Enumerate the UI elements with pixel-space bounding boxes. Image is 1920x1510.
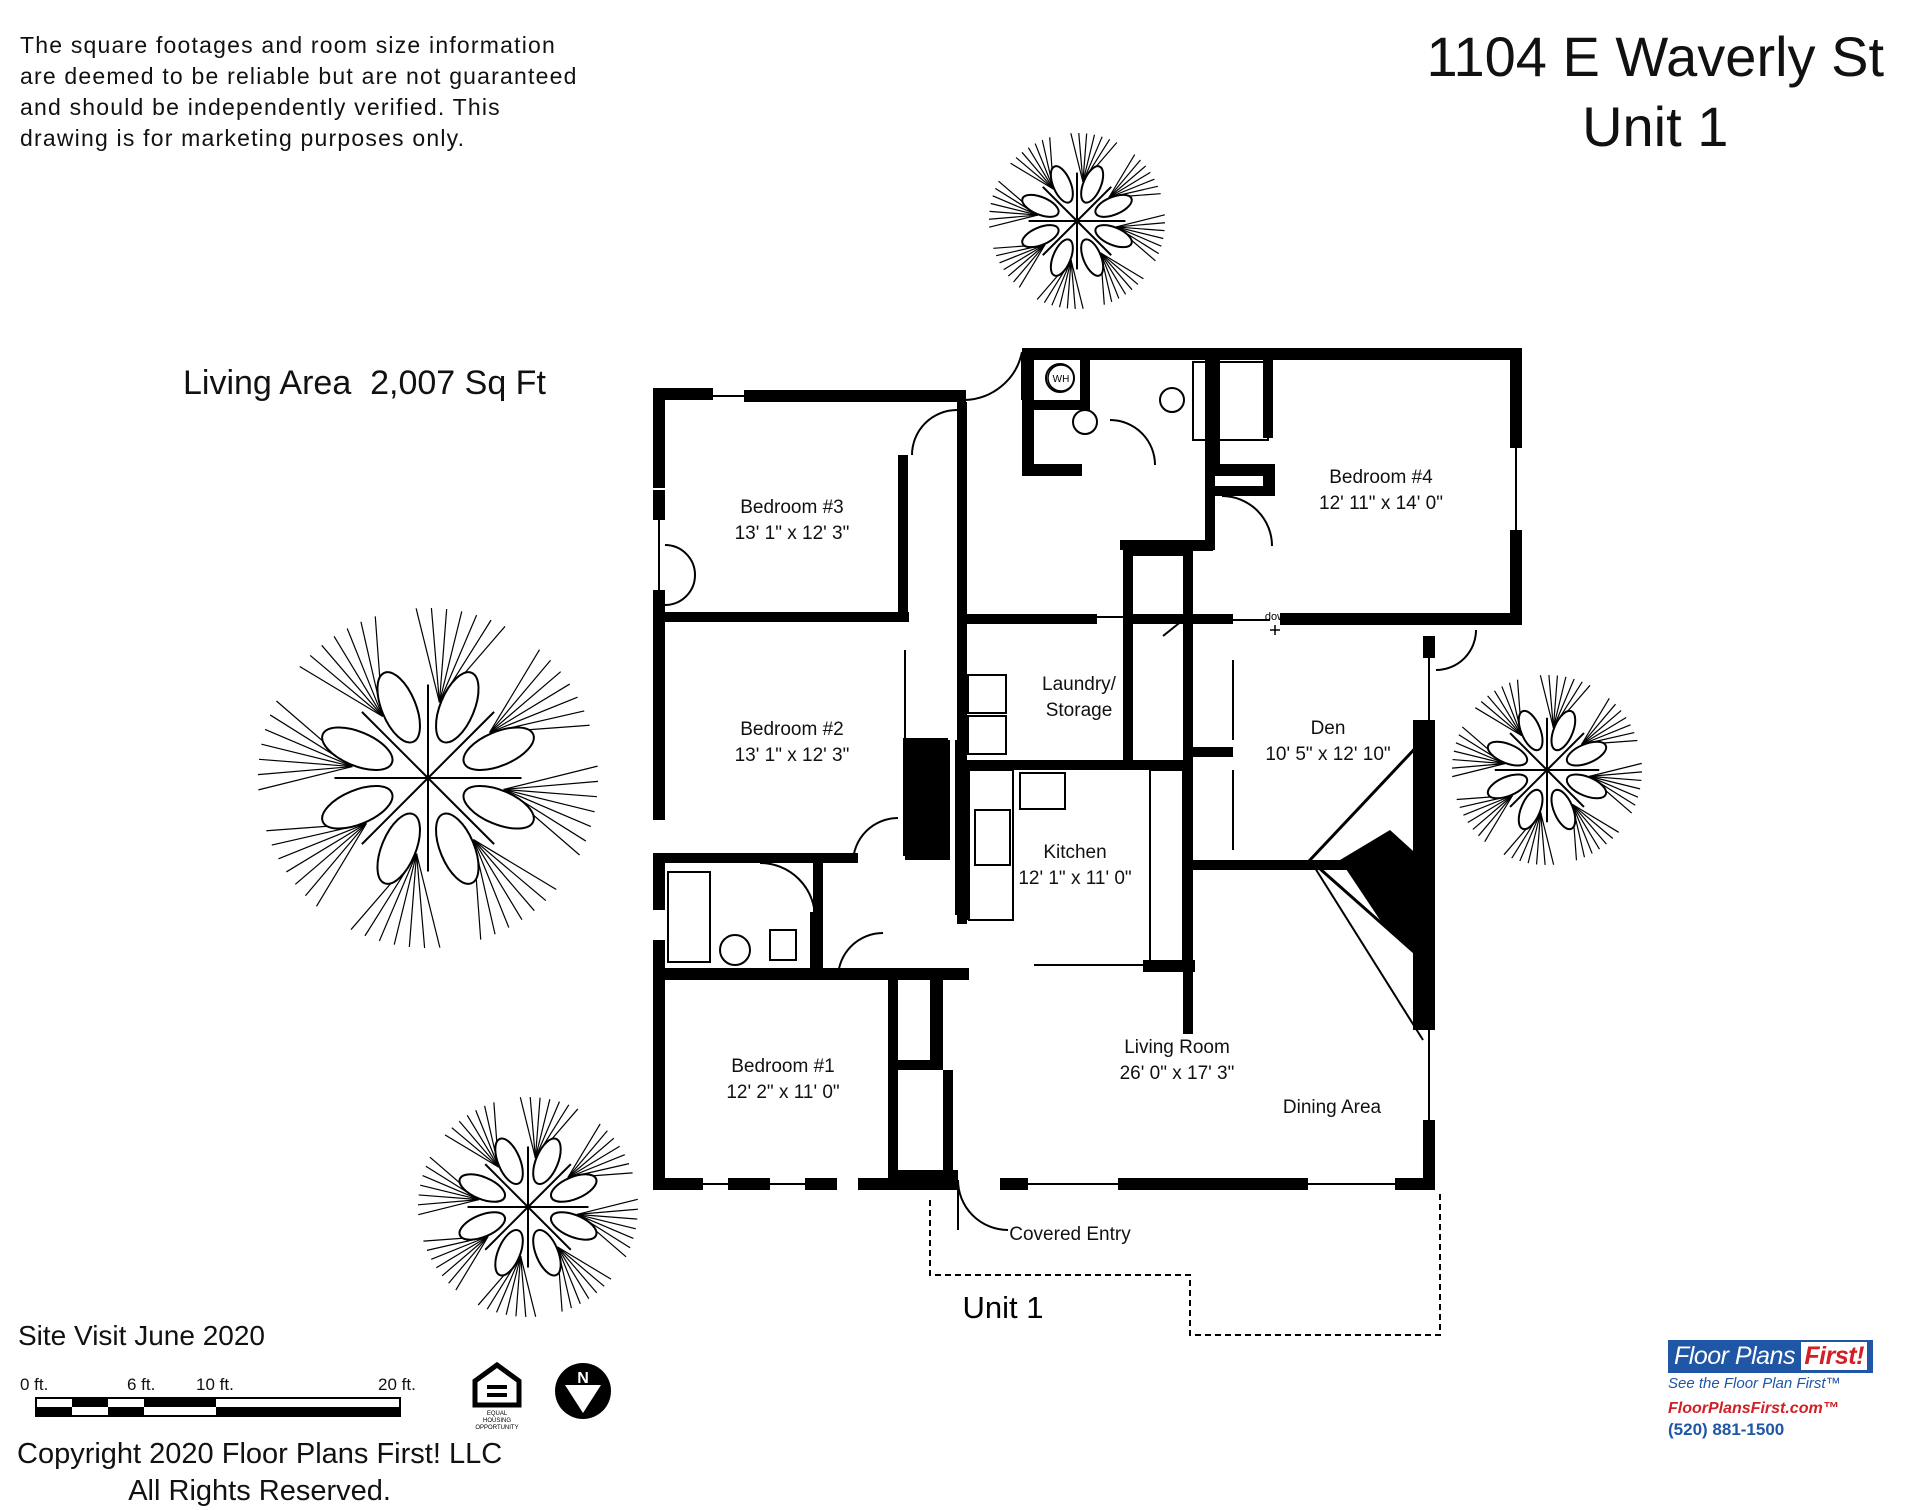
water-heater-icon — [1047, 364, 1075, 392]
copyright-line: Copyright 2020 Floor Plans First! LLC — [17, 1438, 503, 1470]
room-size: 26' 0" x 17' 3" — [1120, 1063, 1235, 1084]
room-name: Living Room — [1124, 1037, 1230, 1058]
room-name: Kitchen — [1043, 842, 1106, 863]
room-name: Bedroom #2 — [740, 719, 844, 740]
room-name: Den — [1311, 718, 1346, 739]
water-heater-label: WH — [1053, 374, 1070, 385]
room-size: 12' 11" x 14' 0" — [1319, 493, 1443, 514]
stair-arrow-icon — [1270, 625, 1280, 635]
scale-tick-label: 10 ft. — [196, 1375, 234, 1394]
north-arrow-icon: N — [555, 1363, 611, 1419]
svg-text:EQUAL: EQUAL — [487, 1411, 508, 1417]
disclaimer-line: The square footages and room size inform… — [20, 32, 556, 58]
svg-text:OPPORTUNITY: OPPORTUNITY — [475, 1425, 518, 1431]
tree-icon — [1451, 674, 1643, 866]
tree-icon — [417, 1096, 639, 1318]
unit-line: Unit 1 — [1582, 95, 1729, 158]
room-size: 10' 5" x 12' 10" — [1265, 744, 1390, 765]
svg-text:N: N — [577, 1370, 589, 1387]
scale-bar: 0 ft. 6 ft. 10 ft. 20 ft. — [20, 1375, 416, 1417]
living-area-label: Living Area 2,007 Sq Ft — [183, 364, 546, 402]
disclaimer-line: and should be independently verified. Th… — [20, 94, 501, 120]
room-size: 13' 1" x 12' 3" — [735, 523, 850, 544]
brand-tagline: See the Floor Plan First™ — [1668, 1375, 1841, 1392]
brand-phone[interactable]: (520) 881-1500 — [1668, 1420, 1785, 1439]
room-size: 12' 2" x 11' 0" — [726, 1082, 839, 1103]
fixtures-lines — [658, 351, 1517, 1336]
tree-icon — [988, 132, 1166, 310]
tree-icon — [257, 607, 599, 949]
svg-text:HOUSING: HOUSING — [483, 1418, 511, 1424]
room-size: Storage — [1046, 700, 1113, 721]
room-name: Laundry/ — [1042, 674, 1117, 695]
disclaimer-line: drawing is for marketing purposes only. — [20, 125, 466, 151]
dining-area-label: Dining Area — [1283, 1097, 1382, 1118]
address-line: 1104 E Waverly St — [1426, 25, 1884, 88]
disclaimer-line: are deemed to be reliable but are not gu… — [20, 63, 578, 89]
down-label: down — [1265, 611, 1291, 623]
copyright-line: All Rights Reserved. — [128, 1475, 391, 1507]
brand-name: Floor Plans First! — [1668, 1340, 1873, 1373]
address-title: 1104 E Waverly St Unit 1 — [1426, 22, 1884, 162]
room-name: Bedroom #4 — [1329, 467, 1433, 488]
equal-housing-icon: EQUAL HOUSING OPPORTUNITY — [472, 1361, 522, 1431]
site-visit-label: Site Visit June 2020 — [18, 1320, 265, 1351]
scale-tick-label: 20 ft. — [378, 1375, 416, 1394]
room-labels: Bedroom #3 13' 1" x 12' 3" Bedroom #2 13… — [726, 364, 1443, 1325]
room-size: 12' 1" x 11' 0" — [1018, 868, 1131, 889]
room-size: 13' 1" x 12' 3" — [735, 745, 850, 766]
scale-tick-label: 0 ft. — [20, 1375, 48, 1394]
unit-label: Unit 1 — [963, 1290, 1044, 1325]
room-name: Bedroom #1 — [731, 1056, 835, 1077]
disclaimer: The square footages and room size inform… — [20, 30, 620, 154]
brand-url[interactable]: FloorPlansFirst.com™ — [1668, 1400, 1839, 1417]
scale-tick-label: 6 ft. — [127, 1375, 155, 1394]
covered-entry-label: Covered Entry — [1009, 1224, 1131, 1245]
room-name: Bedroom #3 — [740, 497, 844, 518]
brand-logo: Floor Plans First! See the Floor Plan Fi… — [1668, 1340, 1888, 1440]
copyright: Copyright 2020 Floor Plans First! LLC Al… — [17, 1436, 502, 1510]
